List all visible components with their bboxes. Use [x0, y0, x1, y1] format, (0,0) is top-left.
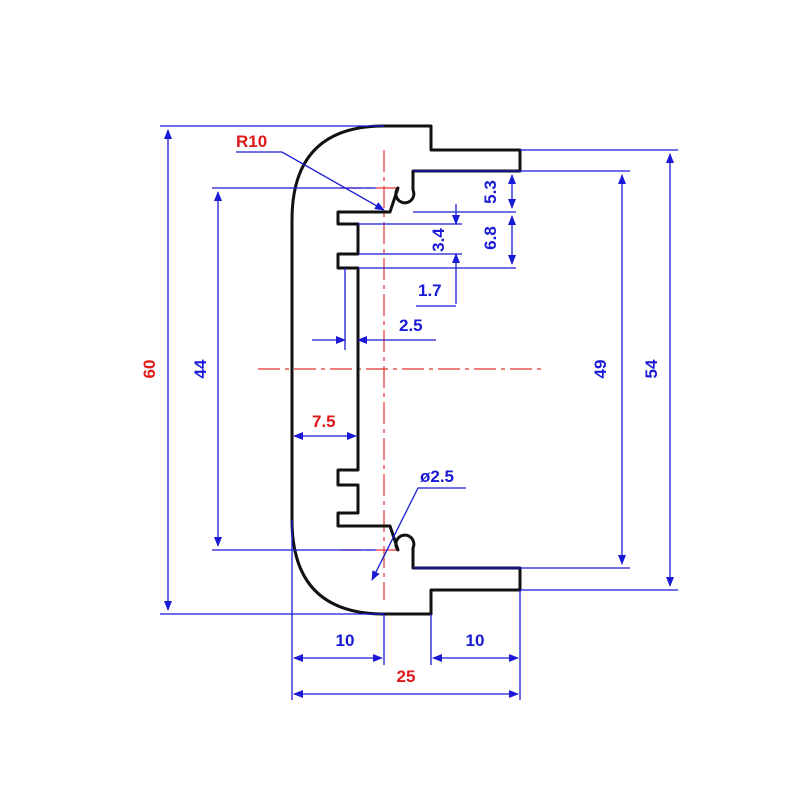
label-3-4: 3.4 — [429, 228, 448, 252]
label-10-right: 10 — [466, 631, 485, 650]
label-10-left: 10 — [336, 631, 355, 650]
label-49: 49 — [591, 360, 610, 379]
leader-r10 — [236, 151, 385, 211]
leader-dia — [371, 487, 466, 581]
label-54: 54 — [642, 359, 661, 378]
label-diameter: ø2.5 — [420, 467, 454, 486]
label-r10: R10 — [236, 132, 267, 151]
label-1-7: 1.7 — [418, 281, 442, 300]
centerlines — [258, 150, 545, 600]
label-2-5: 2.5 — [399, 316, 423, 335]
label-5-3: 5.3 — [481, 180, 500, 204]
extension-lines — [160, 125, 678, 700]
label-60: 60 — [140, 360, 159, 379]
dimension-labels: R10 5.3 3.4 6.8 1.7 2.5 7.5 ø2.5 60 44 4… — [140, 132, 661, 686]
label-44: 44 — [191, 359, 210, 378]
label-25: 25 — [397, 667, 416, 686]
dimension-lines — [164, 129, 674, 698]
label-7-5: 7.5 — [312, 412, 336, 431]
label-6-8: 6.8 — [481, 226, 500, 250]
